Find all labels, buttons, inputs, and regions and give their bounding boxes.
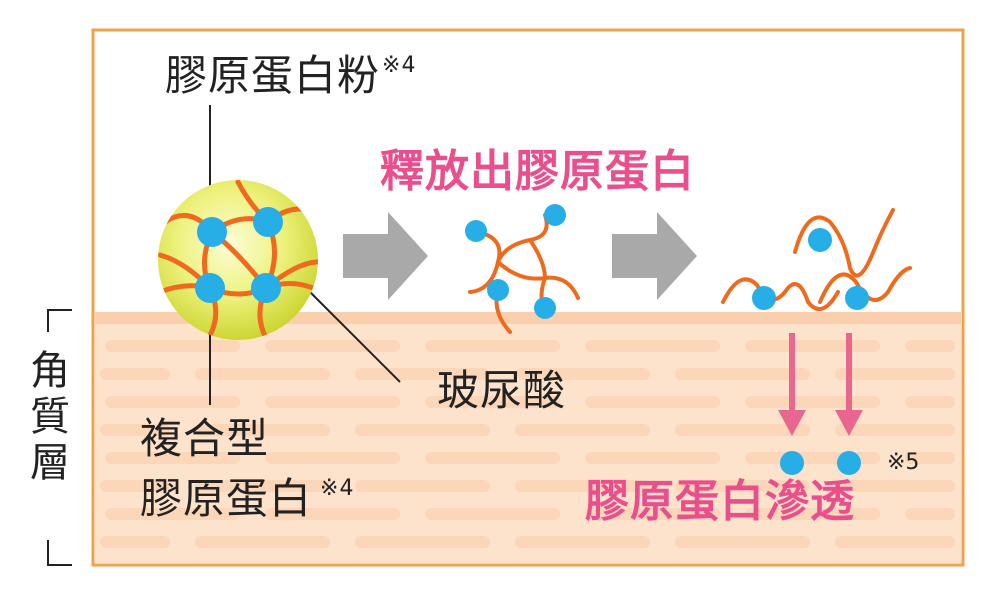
skin-cell-stripe [905, 396, 955, 408]
skin-cell-stripe [745, 340, 880, 352]
skin-top-band [95, 312, 961, 324]
label-collagen-penetration: 膠原蛋白滲透 [585, 476, 855, 527]
skin-cell-stripe [515, 536, 650, 548]
wavy-collagen [721, 208, 912, 312]
skin-cell-stripe [745, 508, 880, 520]
label-penetration-note: ※5 [887, 450, 920, 475]
released-collagen [465, 204, 580, 334]
skin-cell-stripe [265, 508, 400, 520]
skin-cell-stripe [835, 536, 955, 548]
skin-cell-stripe [425, 508, 560, 520]
skin-cell-stripe [195, 368, 330, 380]
collagen-strand [528, 238, 547, 280]
skin-cell-stripe [675, 536, 810, 548]
sphere-fiber [162, 206, 318, 236]
sphere-fiber [158, 281, 318, 297]
skin-cell-stripe [355, 424, 490, 436]
skin-cell-stripe [265, 340, 400, 352]
skin-cell-stripe [835, 480, 955, 492]
collagen-dot [534, 297, 556, 319]
process-arrow-right [612, 212, 697, 300]
label-hyaluronic-acid: 玻尿酸 [437, 366, 567, 415]
skin-cell-stripe [105, 396, 240, 408]
skin-cell-stripe [105, 340, 240, 352]
skin-cell-stripe [675, 480, 810, 492]
collagen-dot [487, 279, 509, 301]
label-collagen-powder: 膠原蛋白粉※4 [165, 55, 416, 97]
collagen-dot [752, 286, 776, 310]
skin-cell-stripe [265, 396, 400, 408]
collagen-dot [845, 286, 869, 310]
skin-cell-stripe [515, 424, 650, 436]
penetration-arrows [778, 333, 863, 436]
skin-cell-stripe [195, 536, 330, 548]
skin-cell-stripe [905, 452, 955, 464]
skin-cell-stripe [835, 368, 955, 380]
stratum-corneum-bracket [47, 309, 72, 566]
skin-cell-stripe [105, 508, 240, 520]
composite-note: ※4 [320, 476, 355, 501]
skin-cell-stripe [425, 340, 560, 352]
skin-cell-stripe [100, 480, 170, 492]
skin-cell-stripe [745, 396, 880, 408]
skin-cell-stripe [905, 340, 955, 352]
label-stratum-corneum: 角質層 [30, 348, 70, 486]
collagen-dot [195, 273, 225, 303]
down-arrow-head [835, 410, 863, 436]
collagen-dot [808, 228, 832, 252]
penetrated-collagen-dot [837, 451, 861, 475]
skin-cell-stripe [100, 424, 170, 436]
collagen-wave [793, 208, 895, 278]
collagen-dot [544, 204, 566, 226]
label-composite-line1: 複合型 [140, 414, 270, 463]
skin-cell-stripe [195, 424, 330, 436]
skin-cell-stripe [425, 452, 560, 464]
skin-cell-stripe [425, 396, 560, 408]
leader-line-hyaluronic [299, 281, 401, 383]
skin-cell-stripe [905, 508, 955, 520]
skin-cell-stripe [585, 508, 720, 520]
skin-cell-stripe [100, 536, 170, 548]
composite-collagen-sphere [158, 180, 318, 340]
collagen-wave [721, 277, 840, 312]
skin-cell-stripe [265, 452, 400, 464]
down-arrow-head [778, 410, 806, 436]
bracket-top [47, 309, 72, 332]
sphere-body [158, 180, 318, 340]
collagen-dot [253, 207, 283, 237]
composite-text: 膠原蛋白 [140, 474, 313, 523]
collagen-dot [251, 273, 281, 303]
label-release-collagen: 釋放出膠原蛋白 [380, 146, 695, 197]
skin-cell-stripe [100, 368, 170, 380]
skin-cell-stripe [355, 480, 490, 492]
collagen-powder-text: 膠原蛋白粉 [165, 51, 381, 100]
penetrated-collagen-dot [780, 451, 804, 475]
skin-cell-stripe [515, 480, 650, 492]
skin-cell-stripe [835, 424, 955, 436]
collagen-powder-note: ※4 [382, 53, 417, 78]
skin-cell-stripe [585, 396, 720, 408]
skin-cell-stripe [585, 452, 720, 464]
collagen-wave [818, 266, 912, 304]
label-composite-line2: 膠原蛋白※4 [140, 478, 354, 520]
skin-cell-stripe [515, 368, 650, 380]
collagen-dot [197, 217, 227, 247]
skin-base [95, 312, 961, 563]
skin-cell-stripe [355, 536, 490, 548]
skin-cell-stripe [105, 452, 240, 464]
process-arrow-right [343, 212, 428, 300]
collagen-dot [465, 220, 487, 242]
skin-cell-stripe [675, 368, 810, 380]
bracket-bottom [47, 540, 72, 566]
skin-cell-stripe [675, 424, 810, 436]
skin-cell-stripe [195, 480, 330, 492]
skin-cell-stripe [585, 340, 720, 352]
